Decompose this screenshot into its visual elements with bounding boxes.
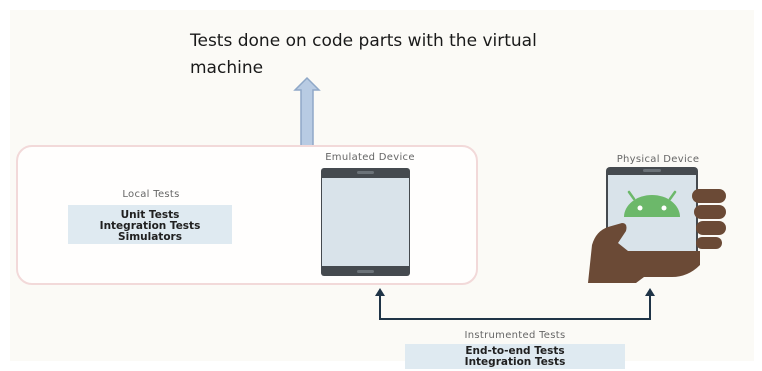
instrumented-test-item: Integration Tests xyxy=(464,356,566,368)
arrow-up-emulated-icon xyxy=(375,288,385,296)
diagram-caption: Tests done on code parts with the virtua… xyxy=(190,28,610,82)
local-tests-label: Local Tests xyxy=(122,189,180,200)
instrumented-tests-list: End-to-end Tests Integration Tests xyxy=(405,344,625,369)
instrumented-test-item: End-to-end Tests xyxy=(465,345,565,357)
instrumented-tests-label: Instrumented Tests xyxy=(464,330,566,341)
emulated-device-label: Emulated Device xyxy=(325,152,415,163)
local-test-item: Integration Tests xyxy=(99,220,201,232)
local-test-item: Simulators xyxy=(118,231,182,243)
arrow-up-physical-icon xyxy=(645,288,655,296)
emulated-device-icon xyxy=(321,168,410,276)
caption-line-2: machine xyxy=(190,58,264,78)
caption-line-1: Tests done on code parts with the virtua… xyxy=(190,31,537,51)
instrumented-connector xyxy=(375,288,655,320)
local-test-item: Unit Tests xyxy=(120,209,180,221)
physical-device-icon xyxy=(588,167,726,283)
local-tests-list: Unit Tests Integration Tests Simulators xyxy=(68,205,232,244)
up-arrow-icon xyxy=(293,76,321,147)
physical-device-label: Physical Device xyxy=(616,154,700,165)
